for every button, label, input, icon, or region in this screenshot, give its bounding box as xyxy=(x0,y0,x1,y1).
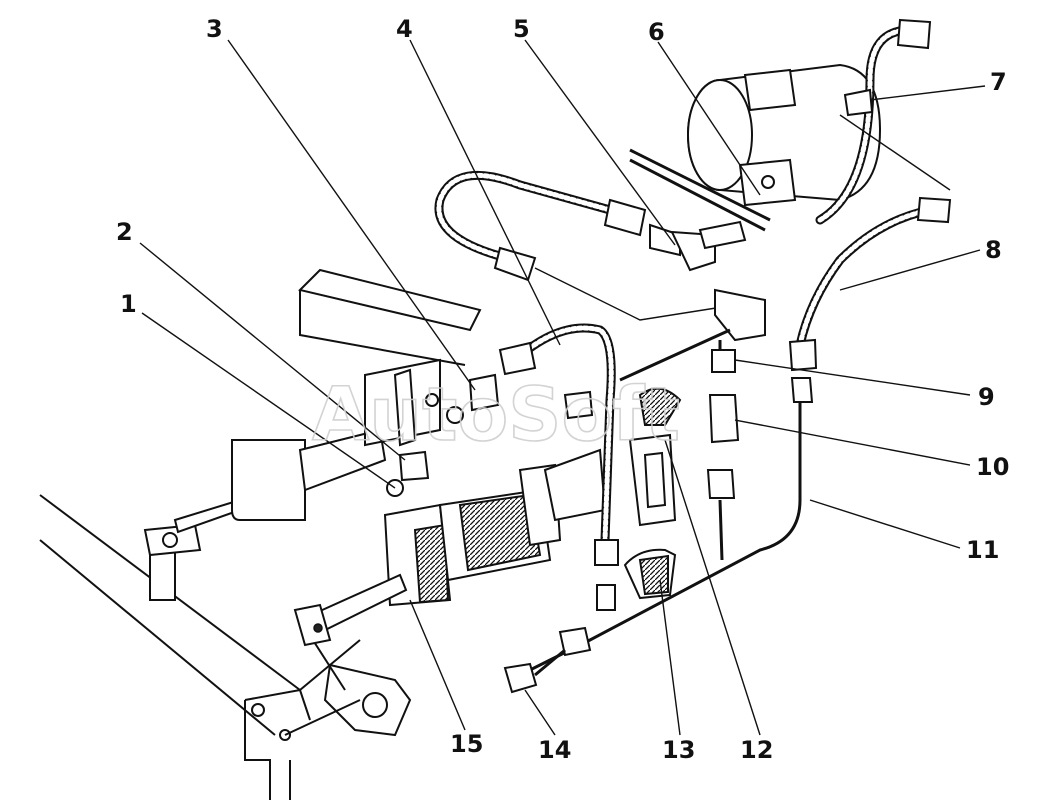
tee-fitting xyxy=(619,288,766,561)
callout-11: 11 xyxy=(966,536,999,564)
callout-labels: 1 2 3 4 5 6 7 8 9 10 11 12 13 14 15 xyxy=(116,15,1009,764)
hose-8 xyxy=(788,196,952,372)
callout-1: 1 xyxy=(120,290,137,318)
callout-12: 12 xyxy=(740,736,773,764)
callout-5: 5 xyxy=(513,15,530,43)
upper-cylinder xyxy=(143,399,396,601)
working-cylinder xyxy=(293,448,607,647)
callout-3: 3 xyxy=(206,15,223,43)
nut-14 xyxy=(503,648,566,694)
mounting-bracket xyxy=(364,358,441,447)
callout-8: 8 xyxy=(985,236,1002,264)
clamp-13 xyxy=(623,548,677,600)
frame-rail xyxy=(298,268,482,366)
callout-13: 13 xyxy=(662,736,695,764)
frame-beams xyxy=(39,494,361,800)
watermark: AutoSoft xyxy=(312,372,680,458)
small-fittings xyxy=(386,373,594,497)
callout-2: 2 xyxy=(116,218,133,246)
hose-main xyxy=(498,323,619,611)
callout-7: 7 xyxy=(990,68,1007,96)
hose-7 xyxy=(815,18,951,225)
clamp-12 xyxy=(628,387,682,527)
callout-6: 6 xyxy=(648,18,665,46)
callout-10: 10 xyxy=(976,453,1009,481)
callout-14: 14 xyxy=(538,736,571,764)
leader-lines xyxy=(139,39,986,736)
linkage-lever xyxy=(251,619,412,741)
elbow-fitting-5 xyxy=(649,220,747,272)
callout-4: 4 xyxy=(396,15,413,43)
callout-9: 9 xyxy=(978,383,995,411)
pipe-11 xyxy=(529,377,814,672)
callout-15: 15 xyxy=(450,730,483,758)
